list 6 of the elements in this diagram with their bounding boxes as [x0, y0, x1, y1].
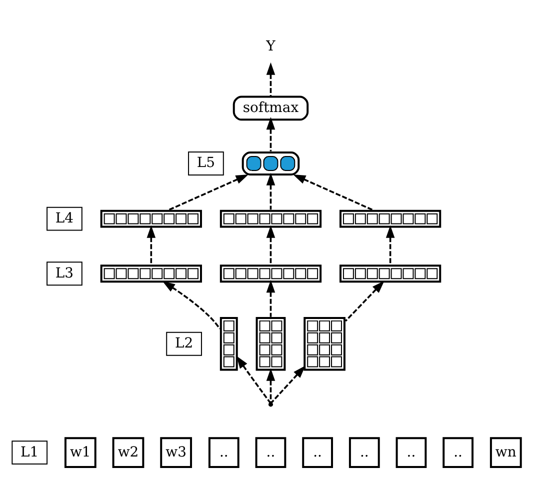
- label: L4: [55, 210, 74, 226]
- label: L1: [20, 444, 39, 460]
- node-text: Y: [266, 38, 276, 54]
- label: L3: [55, 264, 74, 281]
- label: L5: [196, 154, 216, 171]
- label: L2: [174, 335, 194, 352]
